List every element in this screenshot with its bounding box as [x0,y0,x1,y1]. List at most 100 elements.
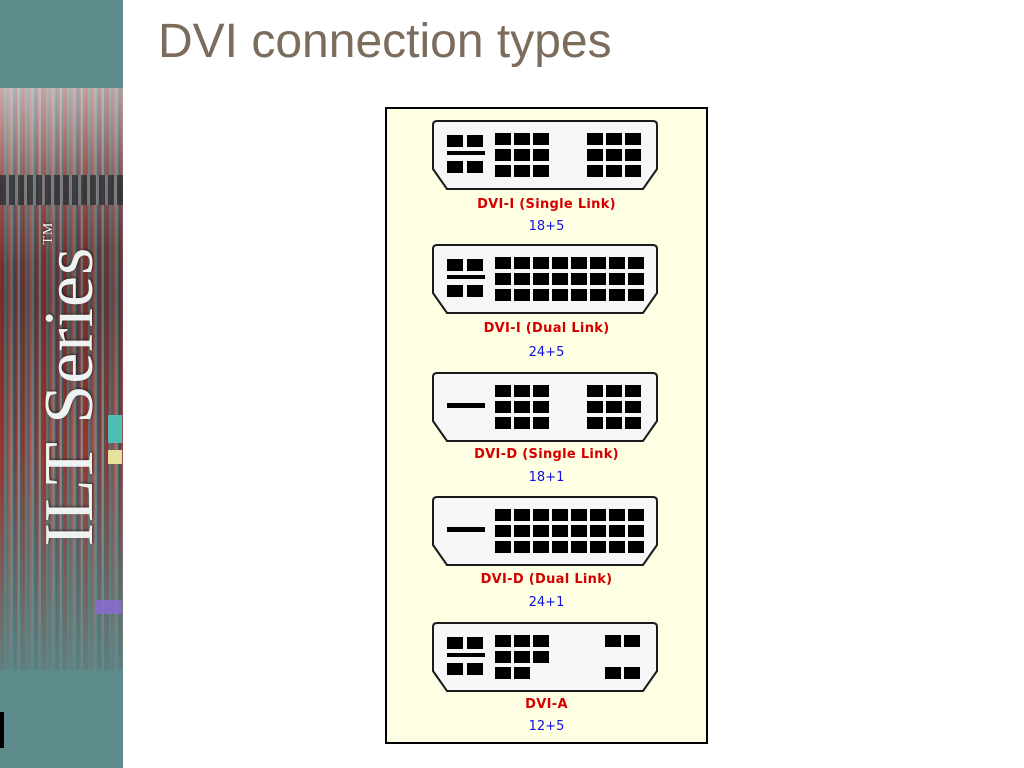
digital-pin [628,273,644,285]
digital-pin [533,541,549,553]
connector-dvi-i-dual [431,243,659,315]
connector-pin-count: 24+5 [528,345,565,360]
digital-pin [628,541,644,553]
digital-pin [495,667,511,679]
analog-pin [447,637,463,649]
digital-pin [495,635,511,647]
digital-pin [552,509,568,521]
digital-pin [609,509,625,521]
analog-blade [447,275,485,279]
digital-pin [514,635,530,647]
digital-pin [533,635,549,647]
digital-pin [571,289,587,301]
digital-pin [495,541,511,553]
digital-pin [590,525,606,537]
analog-pin [447,161,463,173]
digital-pin [628,509,644,521]
analog-pin [467,259,483,271]
digital-pin [495,257,511,269]
connector-pin-count: 18+1 [528,470,565,485]
dvi-diagram-panel: DVI-I (Single Link) 18+5 DVI-I (Dual Lin… [385,107,708,744]
digital-pin [609,289,625,301]
digital-pin [514,525,530,537]
digital-pin [571,273,587,285]
digital-pin [590,273,606,285]
digital-pin [514,149,530,161]
digital-pin [495,149,511,161]
series-logo: ILT SeriesTM [31,221,108,547]
trademark-mark: TM [41,221,56,245]
digital-pin [628,289,644,301]
digital-pin [606,417,622,429]
digital-pin [628,257,644,269]
connector-name: DVI-I (Single Link) [477,197,616,212]
digital-pin [495,417,511,429]
digital-pin [495,165,511,177]
banner-accent-yellow [108,450,122,464]
digital-pin [495,273,511,285]
digital-pin [533,401,549,413]
digital-pin [495,401,511,413]
digital-pin [624,635,640,647]
analog-pin [467,637,483,649]
connector-pin-count: 18+5 [528,219,565,234]
digital-pin [606,165,622,177]
digital-pin [533,165,549,177]
digital-pin [605,635,621,647]
digital-pin [533,257,549,269]
digital-pin [552,525,568,537]
banner-black-tab [0,712,4,748]
analog-pin [467,135,483,147]
banner-accent-purple [96,600,122,614]
analog-pin [447,663,463,675]
digital-pin [571,257,587,269]
connector-name: DVI-A [525,697,568,712]
digital-pin [514,289,530,301]
digital-pin [495,385,511,397]
digital-pin [625,133,641,145]
digital-pin [587,149,603,161]
side-banner: ILT SeriesTM [0,0,123,768]
digital-pin [587,417,603,429]
banner-teal-bottom [0,670,123,768]
digital-pin [495,525,511,537]
digital-pin [514,165,530,177]
digital-pin [533,509,549,521]
series-logo-text: ILT Series [31,246,108,547]
digital-pin [495,651,511,663]
digital-pin [571,541,587,553]
digital-pin [533,149,549,161]
digital-pin [514,401,530,413]
analog-blade [447,653,485,657]
digital-pin [609,257,625,269]
digital-pin [587,401,603,413]
connector-name: DVI-D (Single Link) [474,447,619,462]
digital-pin [606,385,622,397]
digital-pin [514,651,530,663]
digital-pin [514,257,530,269]
banner-teal-top [0,0,123,100]
connector-name: DVI-D (Dual Link) [480,572,613,587]
digital-pin [590,257,606,269]
analog-pin [467,161,483,173]
connector-pin-count: 12+5 [528,719,565,734]
connector-dvi-d-single [431,371,659,443]
digital-pin [609,273,625,285]
digital-pin [609,525,625,537]
analog-blade [447,151,485,155]
digital-pin [533,133,549,145]
digital-pin [625,417,641,429]
digital-pin [514,385,530,397]
digital-pin [606,401,622,413]
connector-pin-count: 24+1 [528,595,565,610]
ground-blade [447,527,485,532]
digital-pin [590,541,606,553]
digital-pin [625,401,641,413]
digital-pin [625,149,641,161]
digital-pin [590,289,606,301]
ground-blade [447,403,485,408]
digital-pin [495,133,511,145]
digital-pin [514,417,530,429]
digital-pin [495,289,511,301]
digital-pin [590,509,606,521]
